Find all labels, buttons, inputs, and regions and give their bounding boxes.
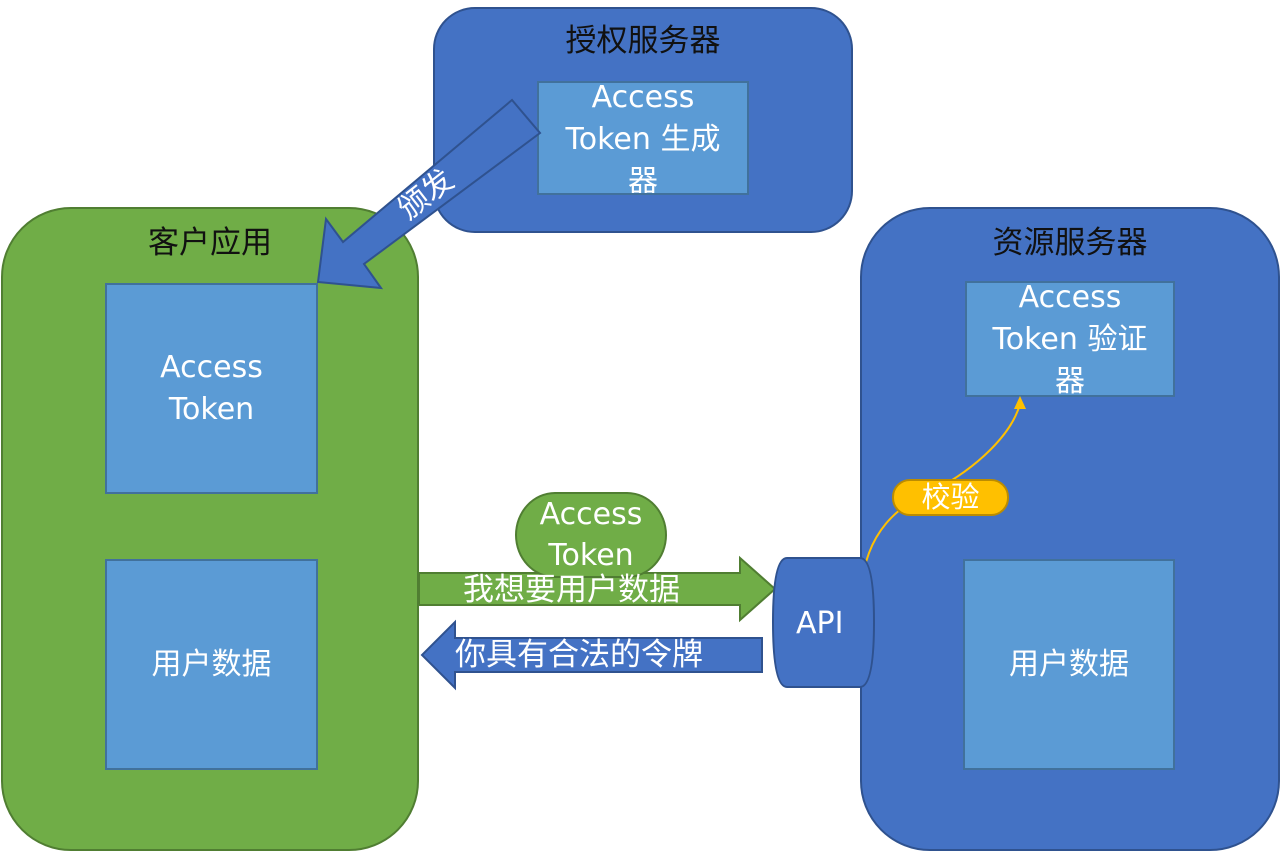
resource-user-data-label: 用户数据	[1009, 646, 1129, 682]
client-user-data: 用户数据	[105, 559, 318, 770]
request-arrow-label: 我想要用户数据	[463, 572, 680, 608]
token-generator-line1: Access	[591, 81, 695, 115]
token-validator-line1: Access	[1018, 281, 1122, 315]
issue-arrow	[316, 98, 542, 290]
token-validator-line3: 器	[1055, 364, 1085, 397]
client-access-token-line1: Access	[160, 349, 263, 385]
api-label: API	[796, 606, 844, 641]
auth-server-title: 授权服务器	[565, 23, 721, 59]
client-user-data-label: 用户数据	[151, 646, 272, 682]
token-generator: Access Token 生成 器	[537, 81, 749, 195]
validate-pill: 校验	[892, 479, 1009, 516]
token-pill-line1: Access	[539, 497, 643, 532]
validate-pill-label: 校验	[921, 480, 980, 514]
client-app-title: 客户应用	[148, 225, 272, 261]
token-validator: Access Token 验证 器	[965, 281, 1175, 397]
client-access-token-line2: Token	[168, 391, 255, 427]
validate-arrowhead	[1014, 396, 1026, 409]
token-generator-line2: Token 生成	[565, 122, 721, 157]
resource-user-data: 用户数据	[963, 559, 1175, 770]
token-pill: Access Token	[515, 492, 667, 578]
token-generator-line3: 器	[628, 164, 658, 195]
client-access-token: Access Token	[105, 283, 318, 494]
token-pill-line2: Token	[548, 538, 634, 573]
api-cylinder	[771, 557, 876, 688]
response-arrow	[420, 619, 763, 691]
request-arrow	[418, 555, 777, 623]
response-arrow-label: 你具有合法的令牌	[455, 637, 703, 673]
resource-server-title: 资源服务器	[992, 225, 1148, 261]
token-validator-line2: Token 验证	[992, 322, 1148, 357]
